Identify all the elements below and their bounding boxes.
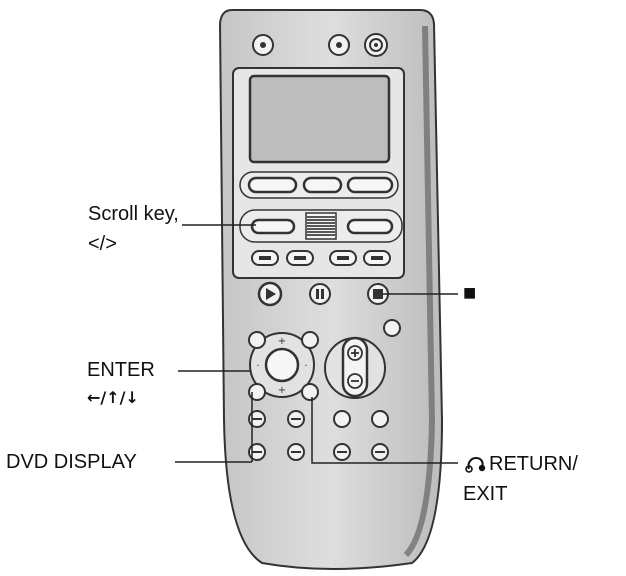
svg-text:+: +: [278, 385, 286, 396]
label-dvd-display-text: DVD DISPLAY: [6, 451, 137, 473]
key-middle[interactable]: [302, 176, 343, 194]
small-round-button[interactable]: [383, 319, 401, 337]
svg-text:·: ·: [304, 361, 307, 372]
label-return-exit-line2: EXIT: [463, 483, 508, 505]
svg-text:+: +: [278, 336, 286, 347]
label-scroll-key: Scroll key, </>: [88, 202, 179, 256]
key-left[interactable]: [247, 176, 298, 194]
dpad-corner-bottom-left[interactable]: [248, 383, 266, 401]
key-right[interactable]: [346, 176, 394, 194]
dpad-corner-top-right[interactable]: [301, 331, 319, 349]
scroll-key-right[interactable]: [346, 218, 394, 235]
svg-text:·: ·: [256, 361, 259, 372]
label-enter-line1: ENTER: [87, 359, 155, 381]
pause-button[interactable]: [309, 283, 331, 305]
enter-button[interactable]: [264, 347, 300, 383]
lower-button-4[interactable]: [371, 410, 389, 428]
label-enter-arrows: ←/↑/↓: [87, 388, 139, 407]
label-dvd-display: DVD DISPLAY: [6, 450, 137, 474]
lower-button-3[interactable]: [333, 410, 351, 428]
top-buttons: [252, 33, 388, 57]
volume-rocker[interactable]: [341, 336, 369, 398]
return-arrow-icon: [465, 456, 486, 473]
label-return-exit-line1: RETURN/: [489, 453, 578, 475]
label-return-exit: RETURN/ EXIT: [463, 452, 578, 506]
label-scroll-key-line1: Scroll key,: [88, 203, 179, 225]
lcd-screen: [248, 74, 391, 164]
leader-return-exit: [311, 397, 458, 464]
leader-lines: [175, 224, 458, 464]
stop-square-icon: ■: [463, 280, 477, 305]
dpad-corner-bottom-right[interactable]: [301, 383, 319, 401]
dpad-corner-top-left[interactable]: [248, 331, 266, 349]
lower-buttons: [248, 410, 389, 461]
transport-keys: [251, 250, 391, 266]
scroll-key-left[interactable]: [250, 218, 296, 235]
label-scroll-key-line2: </>: [88, 233, 117, 255]
label-enter: ENTER ←/↑/↓: [87, 358, 155, 410]
label-stop: ■: [463, 281, 476, 305]
